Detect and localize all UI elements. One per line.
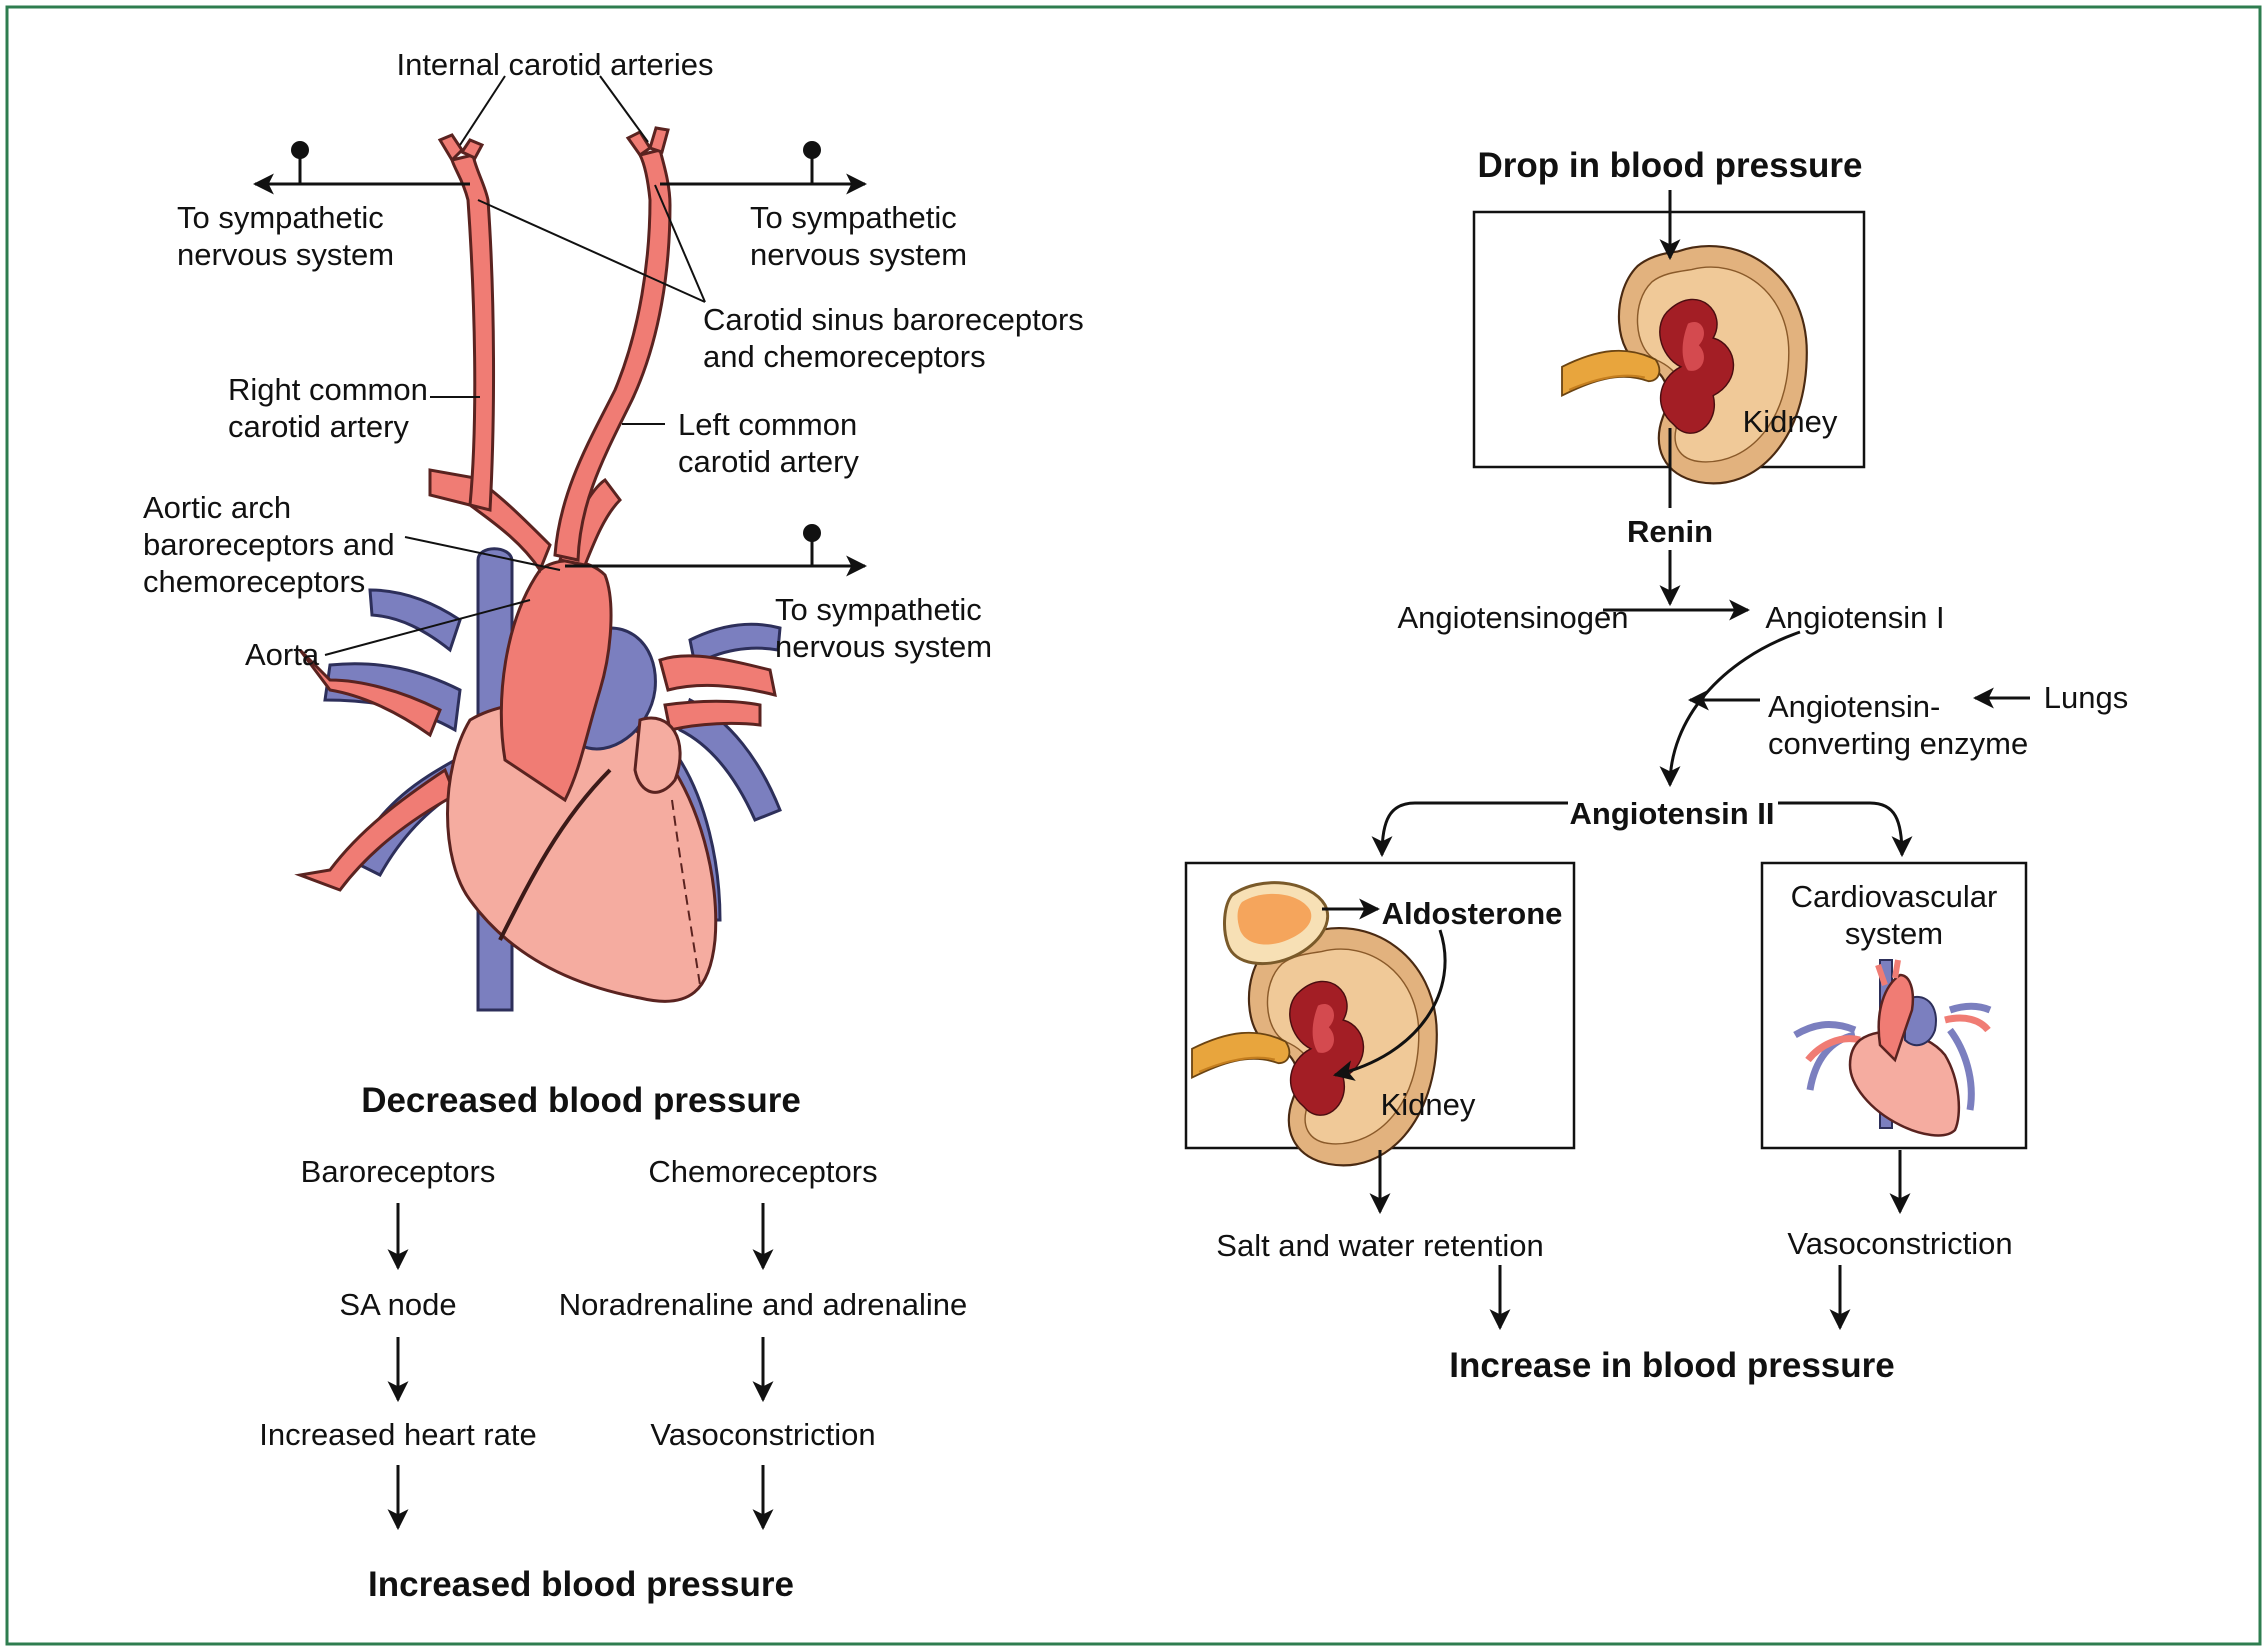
- aortic-arch-label-line3: chemoreceptors: [143, 564, 365, 599]
- chemoreceptors-label: Chemoreceptors: [648, 1154, 877, 1189]
- adrenal-gland-illustration: [1223, 881, 1329, 966]
- nerve-ending-icon: [803, 524, 821, 542]
- heart-rate-label: Increased heart rate: [259, 1417, 536, 1452]
- carotid-sinus-label-line1: Carotid sinus baroreceptors: [703, 302, 1084, 337]
- left-common-carotid-label-line1: Left common: [678, 407, 857, 442]
- lungs-label: Lungs: [2044, 680, 2128, 715]
- angiotensin2-label: Angiotensin II: [1570, 796, 1775, 831]
- renin-label: Renin: [1627, 514, 1713, 549]
- right-common-carotid-label-line2: carotid artery: [228, 409, 409, 444]
- leader-lines: [324, 75, 706, 656]
- mini-heart-illustration: [1793, 959, 1992, 1137]
- kidney-label: Kidney: [1743, 404, 1838, 439]
- carotid-sinus-label-line2: and chemoreceptors: [703, 339, 986, 374]
- diagram-frame: [5, 5, 2262, 1646]
- noradrenaline-label: Noradrenaline and adrenaline: [559, 1287, 967, 1322]
- increase-bp-title: Increase in blood pressure: [1449, 1346, 1894, 1385]
- angiotensin1-label: Angiotensin I: [1765, 600, 1944, 635]
- salt-water-label: Salt and water retention: [1216, 1228, 1543, 1263]
- cardio-label-line1: Cardiovascular: [1791, 879, 1998, 914]
- internal-carotid-label: Internal carotid arteries: [396, 47, 713, 82]
- sympathetic-right-label-line2: nervous system: [750, 237, 967, 272]
- sympathetic-aortic-label-line1: To sympathetic: [775, 592, 982, 627]
- kidney2-label: Kidney: [1381, 1087, 1476, 1122]
- increased-bp-title: Increased blood pressure: [368, 1565, 794, 1604]
- angiotensinogen-label: Angiotensinogen: [1398, 600, 1629, 635]
- sympathetic-left-label-line1: To sympathetic: [177, 200, 384, 235]
- aorta-label: Aorta: [245, 637, 320, 672]
- raas-arrows: [1322, 190, 2030, 1331]
- left-common-carotid-label-line2: carotid artery: [678, 444, 859, 479]
- cardio-label-line2: system: [1845, 916, 1943, 951]
- aortic-arch-label-line1: Aortic arch: [143, 490, 291, 525]
- nerve-ending-icon: [291, 141, 309, 159]
- aldosterone-label: Aldosterone: [1382, 896, 1563, 931]
- vasoconstriction-right-label: Vasoconstriction: [1787, 1226, 2012, 1261]
- drop-bp-title: Drop in blood pressure: [1477, 146, 1862, 185]
- right-common-carotid-label-line1: Right common: [228, 372, 428, 407]
- heart-illustration: [294, 126, 782, 1012]
- vasoconstriction-left-label: Vasoconstriction: [650, 1417, 875, 1452]
- nerve-lines: [252, 141, 868, 577]
- sympathetic-left-label-line2: nervous system: [177, 237, 394, 272]
- sympathetic-right-label-line1: To sympathetic: [750, 200, 957, 235]
- sympathetic-aortic-label-line2: nervous system: [775, 629, 992, 664]
- decreased-bp-title: Decreased blood pressure: [361, 1081, 801, 1120]
- aortic-arch-label-line2: baroreceptors and: [143, 527, 395, 562]
- reflex-arrows: [387, 1203, 774, 1531]
- sa-node-label: SA node: [339, 1287, 456, 1322]
- ace-label-line2: converting enzyme: [1768, 726, 2028, 761]
- baroreceptors-label: Baroreceptors: [301, 1154, 496, 1189]
- nerve-ending-icon: [803, 141, 821, 159]
- ace-label-line1: Angiotensin-: [1768, 689, 1940, 724]
